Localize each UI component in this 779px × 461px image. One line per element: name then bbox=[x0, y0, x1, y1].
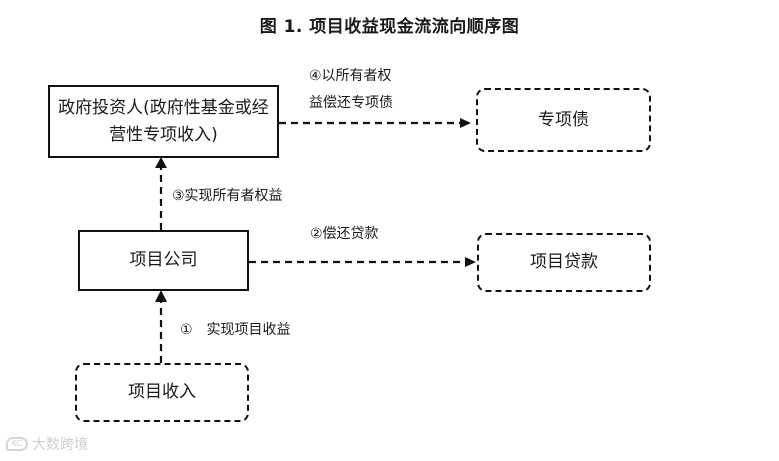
diagram-title: 图 1. 项目收益现金流流向顺序图 bbox=[259, 17, 520, 37]
node-project-income-label: 项目收入 bbox=[128, 382, 196, 402]
node-project-loan-label: 项目贷款 bbox=[530, 252, 598, 272]
step-4-label-line1: ④以所有者权 bbox=[309, 68, 392, 84]
watermark: KC 大数跨境 bbox=[6, 434, 88, 454]
node-special-bond-label: 专项债 bbox=[538, 109, 589, 130]
arrowhead-right-upper bbox=[460, 118, 471, 128]
step-2-label: ②偿还贷款 bbox=[310, 226, 379, 242]
node-project-loan: 项目贷款 bbox=[477, 233, 651, 292]
step-1-label: ① 实现项目收益 bbox=[180, 322, 291, 338]
arrowhead-right-lower bbox=[465, 257, 476, 267]
watermark-text: 大数跨境 bbox=[32, 437, 88, 453]
arrowhead-up-lower bbox=[155, 290, 167, 302]
node-project-company: 项目公司 bbox=[78, 230, 249, 291]
watermark-logo-icon: KC bbox=[6, 437, 28, 451]
node-investor-label: 政府投资人(政府性基金或经营性专项收入) bbox=[58, 97, 269, 145]
node-investor: 政府投资人(政府性基金或经营性专项收入) bbox=[48, 85, 279, 158]
arrowhead-up-upper bbox=[155, 157, 167, 168]
step-4-label-line2: 益偿还专项债 bbox=[309, 95, 393, 111]
node-project-income: 项目收入 bbox=[75, 363, 249, 422]
node-project-company-label: 项目公司 bbox=[129, 250, 198, 270]
node-special-bond: 专项债 bbox=[476, 88, 651, 152]
step-3-label: ③实现所有者权益 bbox=[172, 188, 283, 204]
